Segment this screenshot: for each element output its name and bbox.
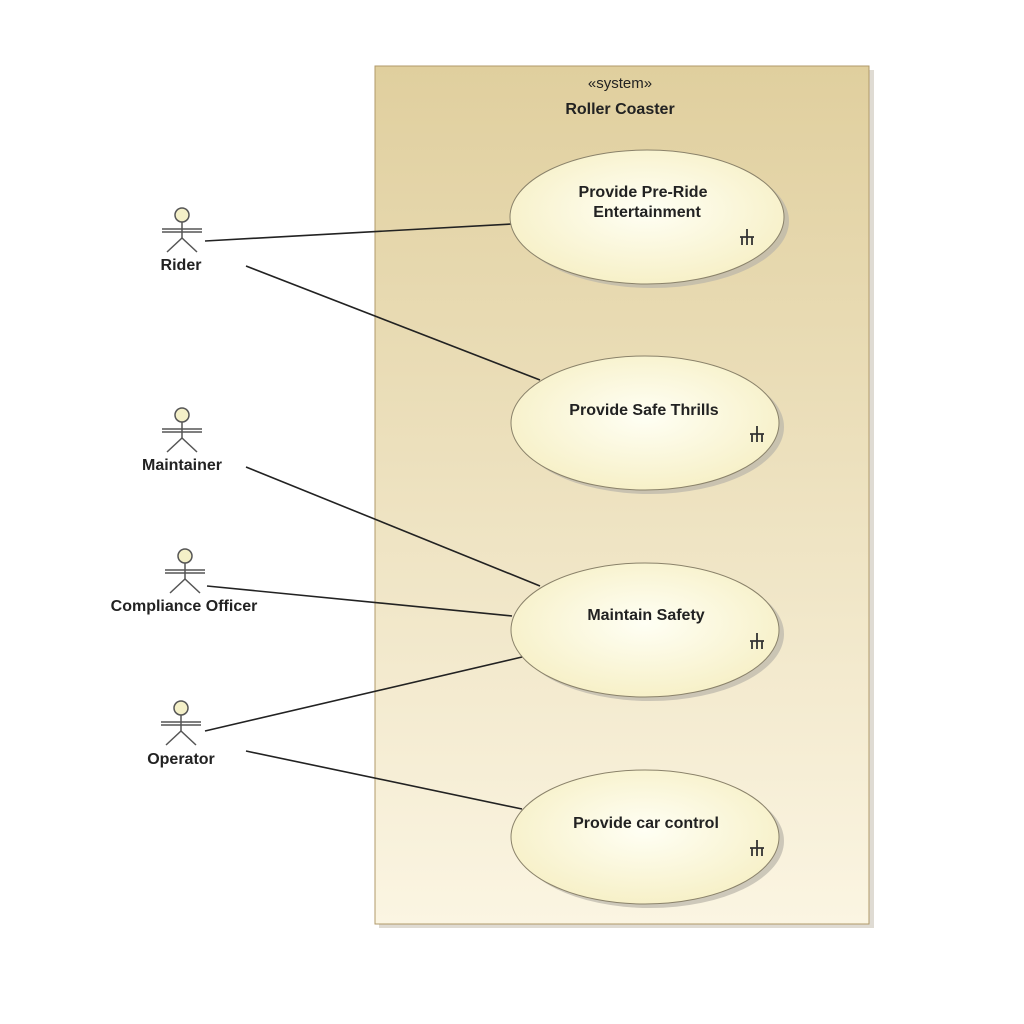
actor-rider[interactable]: Rider [161,207,202,274]
associations [204,223,541,810]
actor-stick-figure-icon [162,207,202,253]
association-rider-thrills[interactable] [245,265,541,381]
actor-stick-figure-icon [161,700,201,746]
association-operator-safety[interactable] [204,656,523,732]
actor-label: Compliance Officer [111,598,258,615]
association-operator-car[interactable] [245,750,523,810]
association-compliance-safety[interactable] [206,585,513,617]
actor-label: Operator [147,751,215,768]
use-case-label: Maintain Safety [587,607,704,624]
system-stereotype: «system» [588,75,652,92]
use-case-label: Provide Safe Thrills [569,402,718,419]
behavior-fork-icon [740,229,754,245]
use-case-safety[interactable]: Maintain Safety [510,562,784,701]
actor-compliance-officer[interactable]: Compliance Officer [111,548,258,615]
association-maintainer-safety[interactable] [245,466,541,587]
actor-stick-figure-icon [162,407,202,453]
behavior-fork-icon [750,633,764,649]
use-case-label-line1: Provide Pre-Ride [579,184,708,201]
use-case-car-control[interactable]: Provide car control [510,769,784,908]
actor-stick-figure-icon [165,548,205,594]
use-case-entertainment[interactable]: Provide Pre-Ride Entertainment [509,149,789,288]
actor-label: Maintainer [142,457,222,474]
association-rider-entertainment[interactable] [204,223,513,242]
actor-operator[interactable]: Operator [147,700,215,768]
use-case-label: Provide car control [573,815,719,832]
use-case-thrills[interactable]: Provide Safe Thrills [510,355,784,494]
system-name: Roller Coaster [565,101,674,118]
use-case-label-line2: Entertainment [593,204,701,221]
actor-maintainer[interactable]: Maintainer [142,407,222,474]
behavior-fork-icon [750,426,764,442]
behavior-fork-icon [750,840,764,856]
actor-label: Rider [161,257,202,274]
